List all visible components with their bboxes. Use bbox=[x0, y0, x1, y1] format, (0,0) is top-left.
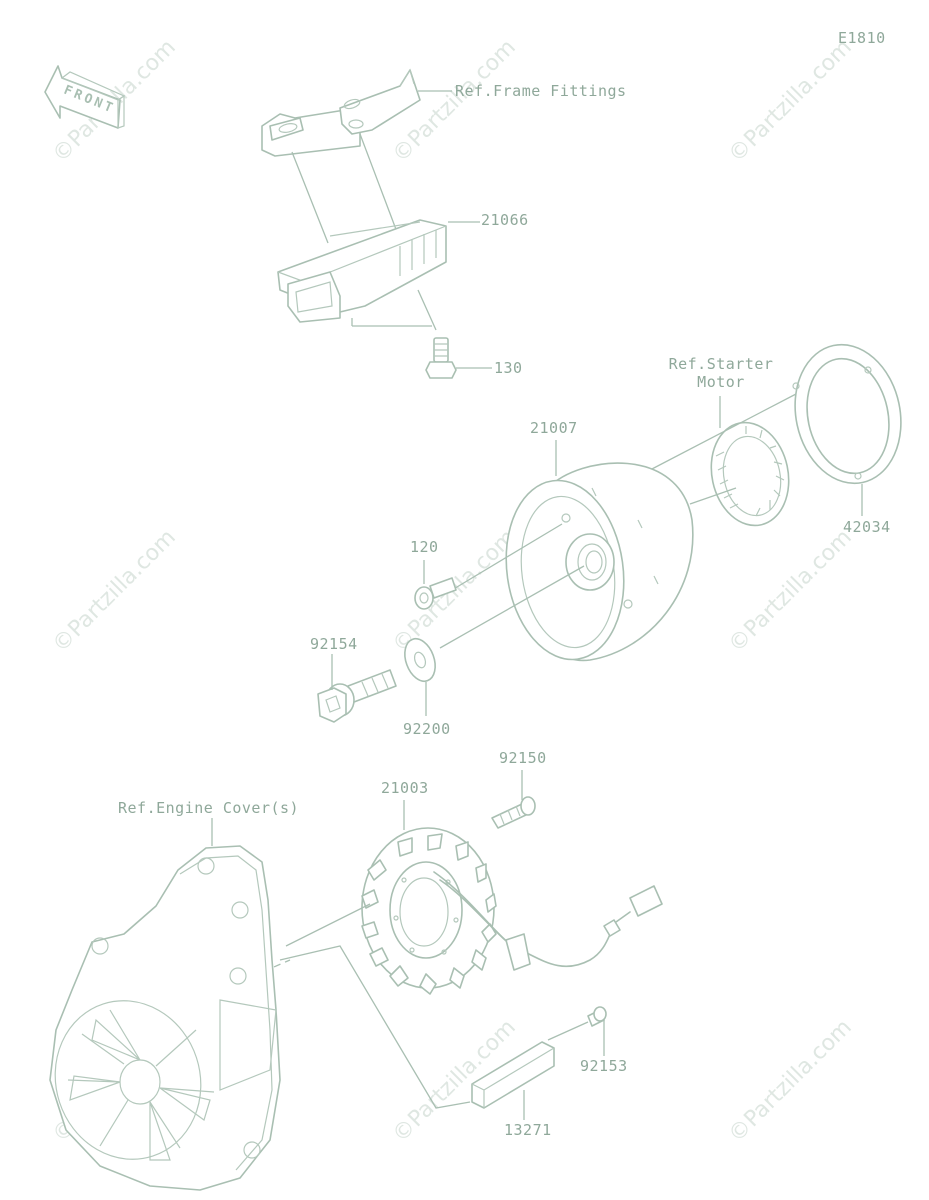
front-arrow-icon: FRONT bbox=[44, 65, 126, 129]
bolt-92154 bbox=[317, 669, 397, 723]
cable-holder-13271 bbox=[471, 1041, 555, 1109]
ref-engine-covers-label: Ref.Engine Cover(s) bbox=[118, 799, 300, 817]
part-number-21007[interactable]: 21007 bbox=[530, 419, 578, 437]
part-number-13271[interactable]: 13271 bbox=[504, 1121, 552, 1139]
regulator-rectifier bbox=[277, 219, 447, 323]
part-number-92200[interactable]: 92200 bbox=[403, 720, 451, 738]
one-way-clutch bbox=[710, 421, 790, 527]
diagram-code: E1810 bbox=[838, 29, 886, 47]
frame-bracket bbox=[261, 68, 421, 157]
ref-starter-motor-label-line1: Ref.Starter bbox=[668, 355, 774, 373]
flywheel-rotor bbox=[505, 462, 694, 662]
bolt-92153 bbox=[587, 1006, 607, 1027]
washer-92200 bbox=[404, 637, 436, 683]
part-number-92153[interactable]: 92153 bbox=[580, 1057, 628, 1075]
starter-clutch-housing bbox=[792, 343, 902, 485]
bolt-130 bbox=[425, 337, 457, 379]
bolt-120 bbox=[414, 577, 457, 610]
bolt-92150 bbox=[491, 796, 536, 829]
ref-starter-motor-label-line2: Motor bbox=[697, 373, 745, 391]
part-number-92150[interactable]: 92150 bbox=[499, 749, 547, 767]
part-number-42034[interactable]: 42034 bbox=[843, 518, 891, 536]
part-number-21066[interactable]: 21066 bbox=[481, 211, 529, 229]
part-number-21003[interactable]: 21003 bbox=[381, 779, 429, 797]
stator-coil bbox=[361, 827, 663, 995]
ref-frame-fittings-label: Ref.Frame Fittings bbox=[455, 82, 627, 100]
part-number-92154[interactable]: 92154 bbox=[310, 635, 358, 653]
part-number-130[interactable]: 130 bbox=[494, 359, 523, 377]
part-number-120[interactable]: 120 bbox=[410, 538, 439, 556]
engine-cover bbox=[49, 845, 281, 1191]
